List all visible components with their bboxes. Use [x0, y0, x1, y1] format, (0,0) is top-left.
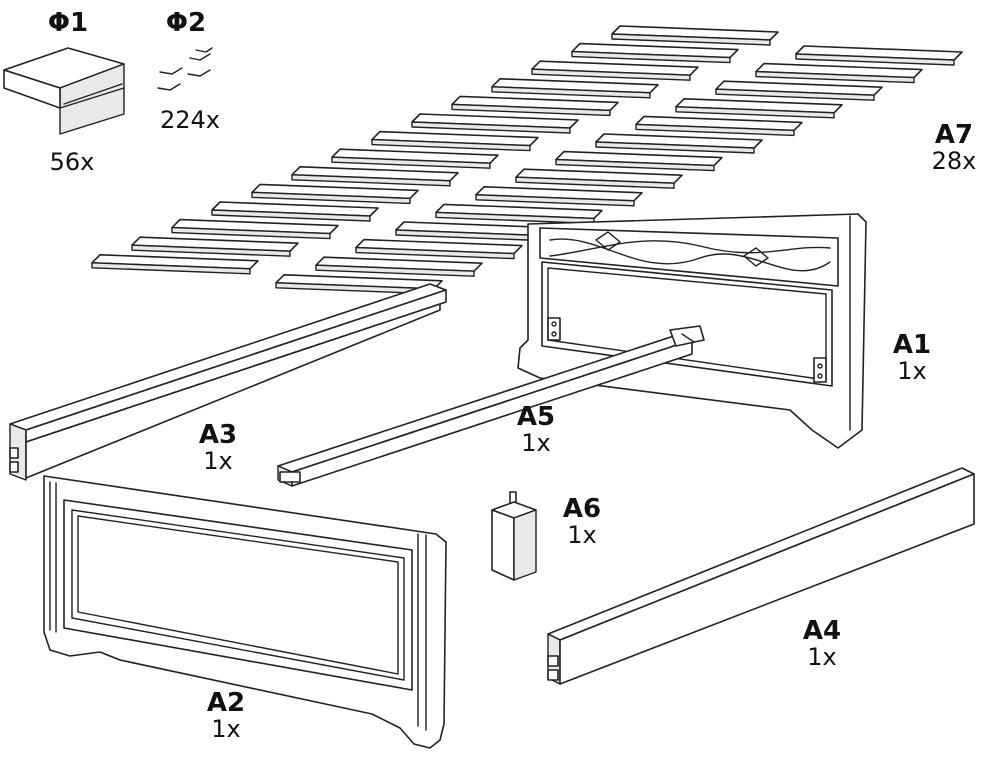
slat	[491, 78, 659, 99]
part-code: A7	[934, 120, 974, 150]
part-code: Φ2	[165, 8, 207, 38]
part-code: A6	[562, 494, 602, 524]
part-code: A2	[206, 688, 246, 718]
part-label-phi2: Φ2	[154, 10, 218, 36]
slat	[171, 218, 339, 240]
part-phi2-clips	[157, 47, 213, 91]
part-qty: 1x	[521, 429, 551, 457]
part-qty: 1x	[211, 715, 241, 743]
slat	[411, 113, 579, 134]
slat	[355, 238, 523, 260]
slat	[715, 80, 883, 101]
part-label-a1: A1 1x	[880, 332, 944, 383]
slat	[211, 201, 379, 222]
part-code: A4	[802, 616, 842, 646]
slat	[475, 186, 643, 207]
slat	[331, 148, 499, 169]
slat	[531, 60, 699, 81]
part-qty: 1x	[567, 521, 597, 549]
part-a6-leg	[491, 491, 537, 581]
part-a7-slats	[91, 25, 963, 295]
slat	[795, 45, 963, 66]
slat	[451, 95, 619, 117]
part-label-a6: A6 1x	[550, 496, 614, 547]
part-qty: 1x	[203, 447, 233, 475]
part-code: A5	[516, 402, 556, 432]
slat	[315, 256, 483, 277]
part-a4-side-rail	[547, 467, 975, 685]
part-label-a2: A2 1x	[194, 690, 258, 741]
slat	[91, 254, 259, 275]
part-qty: 1x	[897, 357, 927, 385]
part-qty: 28x	[931, 147, 977, 175]
part-qty: 1x	[807, 643, 837, 671]
slat	[515, 168, 683, 189]
part-qty: 56x	[49, 148, 95, 176]
part-label-a3: A3 1x	[186, 422, 250, 473]
part-qty: 224x	[159, 106, 220, 134]
part-code: A1	[892, 330, 932, 360]
part-code: A3	[198, 420, 238, 450]
slat	[555, 150, 723, 172]
slat	[435, 203, 603, 225]
part-label-a4: A4 1x	[790, 618, 854, 669]
part-a2-footboard	[43, 475, 447, 749]
slat	[251, 183, 419, 205]
slat	[755, 62, 923, 84]
part-label-a7: A7 28x	[922, 122, 986, 173]
slat	[571, 42, 739, 64]
part-qty-phi2: 224x	[150, 108, 230, 132]
part-phi1-bracket	[3, 47, 125, 135]
part-code: Φ1	[47, 8, 89, 38]
slat	[611, 25, 779, 46]
part-a3-side-rail	[9, 283, 447, 481]
slat	[595, 133, 763, 154]
slat	[371, 130, 539, 152]
part-label-phi1: Φ1	[36, 10, 100, 36]
part-qty-phi1: 56x	[40, 150, 104, 174]
slat	[131, 236, 299, 257]
slat	[675, 98, 843, 119]
slat	[635, 115, 803, 137]
part-label-a5: A5 1x	[504, 404, 568, 455]
part-a5-center-beam	[277, 325, 705, 487]
slat	[291, 166, 459, 187]
